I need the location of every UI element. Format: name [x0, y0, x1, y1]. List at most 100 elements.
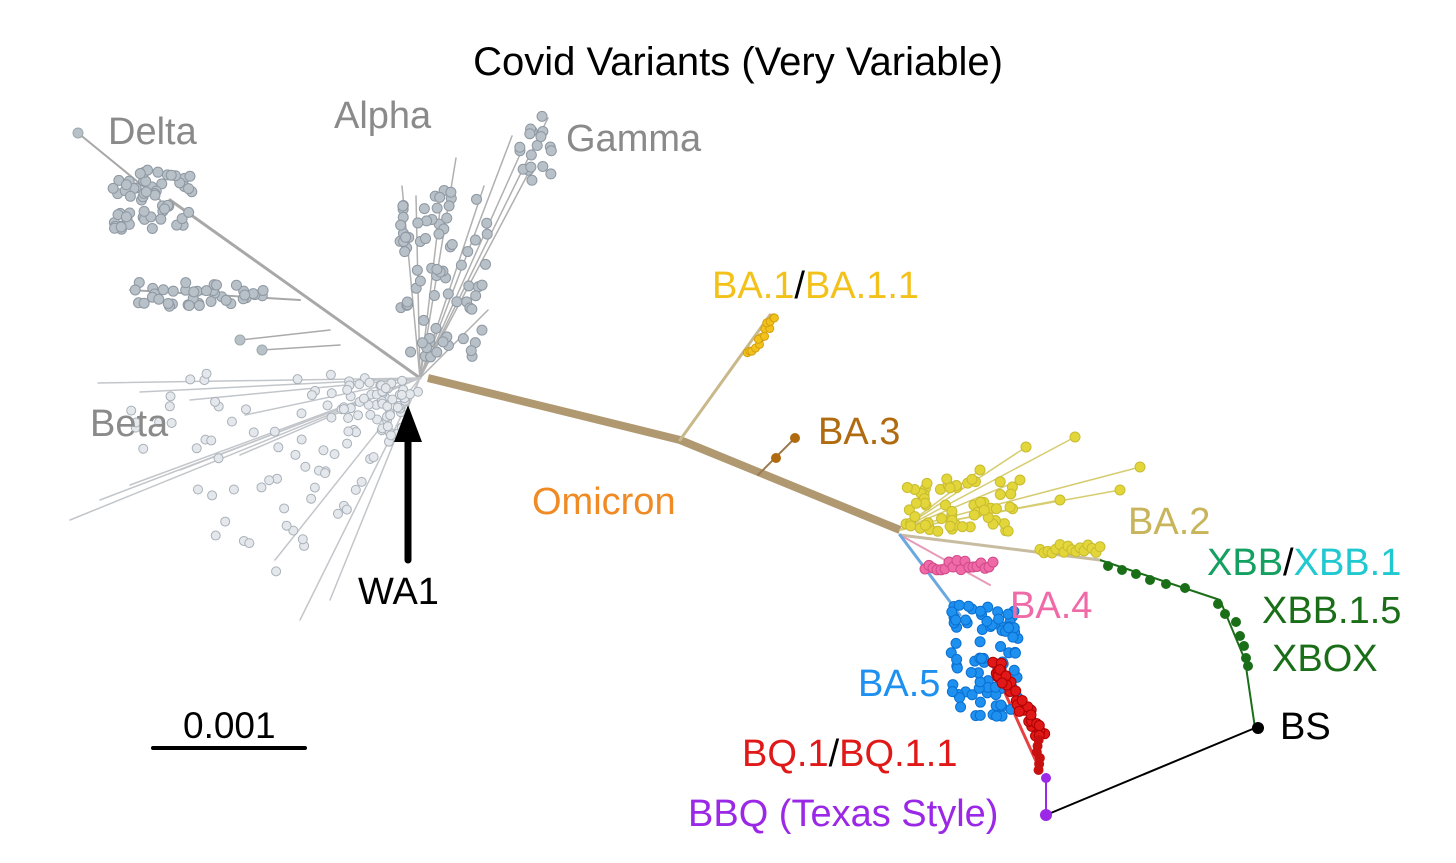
clade-label-omicron: Omicron: [532, 481, 676, 523]
tip-node-beta: [365, 409, 376, 420]
tip-node-ba5: [974, 709, 986, 721]
tip-node-delta: [256, 344, 268, 356]
branch-ba2: [899, 479, 1021, 531]
tip-node-alpha: [411, 264, 423, 276]
clade-label-bbq: BBQ (Texas Style): [688, 793, 999, 835]
tip-node-ba2: [1014, 474, 1026, 486]
tip-node-ba5: [966, 689, 978, 701]
clade-label-xbb: XBB/XBB.1: [1207, 544, 1401, 582]
tip-node-alpha: [430, 322, 442, 334]
tip-node-delta: [72, 127, 84, 139]
branch: [239, 329, 331, 341]
tip-node-beta: [226, 416, 237, 427]
tip-node-bq1: [1013, 705, 1025, 717]
tip-node-alpha: [476, 324, 488, 336]
tip-node-alpha: [416, 337, 428, 349]
tip-node-beta: [329, 449, 340, 460]
tip-node-xbb: [1161, 579, 1171, 589]
tip-node-ba2: [966, 473, 978, 485]
tip-node-delta: [176, 213, 188, 225]
tip-node-beta: [290, 449, 301, 460]
tip-node-beta: [273, 442, 284, 453]
tip-node-beta: [296, 408, 307, 419]
branch-ba2: [899, 436, 1076, 531]
tip-node-ba2: [1002, 525, 1014, 537]
tip-node-beta: [207, 490, 218, 501]
clade-label-xbb-b: XBB.1: [1293, 542, 1402, 584]
tip-node-beta: [341, 504, 352, 515]
tip-node-beta: [279, 503, 290, 514]
tip-node-ba5: [981, 615, 993, 627]
tip-node-beta: [387, 394, 398, 405]
tip-node-alpha: [433, 228, 445, 240]
branch-ba2: [899, 446, 1027, 531]
tip-node-delta: [257, 284, 269, 296]
tip-node-delta: [183, 183, 195, 195]
tip-node-xbb: [1243, 661, 1253, 671]
clade-label-bq1-a: BQ.1: [742, 733, 829, 775]
branch-ba5: [898, 533, 962, 617]
tip-node-beta: [354, 379, 365, 390]
tip-node-beta: [138, 443, 149, 454]
tip-node-beta: [325, 369, 336, 380]
tip-node-beta: [264, 475, 275, 486]
figure-title: Covid Variants (Very Variable): [473, 40, 1003, 84]
tip-node-alpha: [431, 202, 443, 214]
tip-node-ba2: [946, 505, 958, 517]
tip-node-alpha: [428, 289, 440, 301]
tip-node-delta: [120, 211, 132, 223]
tip-node-ba4: [987, 556, 999, 568]
tip-node-beta: [382, 401, 393, 412]
clade-label-xbb15: XBB.1.5: [1262, 590, 1402, 632]
tip-node-ba1: [760, 331, 770, 341]
tip-node-beta: [382, 421, 393, 432]
tip-node-beta: [206, 435, 217, 446]
clade-label-alpha: Alpha: [334, 95, 432, 137]
tip-node-beta: [296, 434, 307, 445]
root-label-wa1: WA1: [358, 571, 439, 613]
tip-node-xbb: [1103, 561, 1113, 571]
tip-node-beta: [322, 400, 333, 411]
tip-node-delta: [120, 179, 132, 191]
tip-node-ba2: [1114, 484, 1126, 496]
tip-node-beta: [372, 414, 383, 425]
tip-node-delta: [188, 286, 200, 298]
tip-node-beta: [248, 427, 259, 438]
tip-node-beta: [353, 410, 364, 421]
tip-node-alpha: [418, 203, 430, 215]
tip-node-beta: [392, 402, 403, 413]
tip-node-alpha: [405, 346, 417, 358]
clade-label-gamma: Gamma: [566, 118, 702, 160]
tip-node-beta: [350, 484, 361, 495]
tip-node-alpha: [481, 228, 493, 240]
tip-node-xbb: [1145, 575, 1155, 585]
tip-node-beta: [292, 374, 303, 385]
clade-label-xbb-sep: /: [1283, 542, 1294, 584]
tip-node-delta: [152, 166, 164, 178]
tip-node-delta: [107, 182, 119, 194]
tip-node-ba2: [909, 511, 921, 523]
tip-node-alpha: [463, 280, 475, 292]
clade-label-xbox: XBOX: [1272, 638, 1378, 680]
tip-node-alpha: [418, 314, 430, 326]
tip-node-xbb: [1117, 565, 1127, 575]
tip-node-beta: [166, 417, 177, 428]
tip-node-ba2: [921, 477, 933, 489]
branch-delta: [168, 198, 422, 380]
tip-node-ba5: [1008, 664, 1020, 676]
tip-node-bbq: [1040, 809, 1052, 821]
tip-node-ba5: [953, 599, 965, 611]
tip-node-ba2: [944, 520, 956, 532]
tip-node-ba2: [1069, 431, 1081, 443]
tip-node-bq1: [1025, 709, 1037, 721]
tip-node-beta: [165, 391, 176, 402]
tip-node-bq1: [1033, 765, 1044, 775]
tip-node-beta: [210, 396, 221, 407]
tip-node-alpha: [455, 259, 467, 271]
tip-node-ba2: [1134, 461, 1146, 473]
tip-node-ba5: [962, 600, 974, 612]
tip-node-beta: [397, 375, 408, 386]
tip-node-ba2: [919, 519, 931, 531]
tip-node-gamma: [526, 174, 538, 186]
tip-node-ba2: [956, 521, 968, 533]
